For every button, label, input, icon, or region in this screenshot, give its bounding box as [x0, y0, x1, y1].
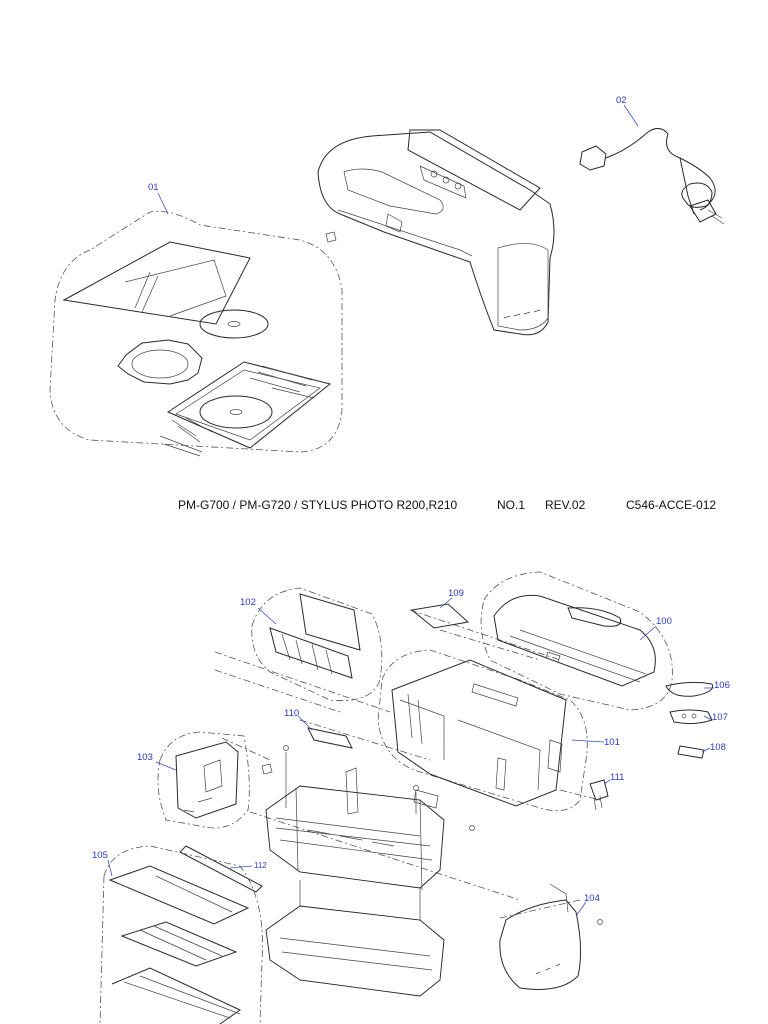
seal-110 — [307, 727, 353, 749]
revision-label: REV.02 — [545, 498, 586, 512]
callout-108: 108 — [701, 742, 726, 753]
power-cord — [579, 128, 725, 225]
callout-103-label: 103 — [137, 752, 153, 763]
cd-adapter-ring — [117, 339, 203, 385]
callout-02: 02 — [616, 95, 639, 127]
sheet-number: NO.1 — [497, 498, 526, 512]
paper-guide-112 — [179, 845, 263, 893]
callout-111-label: 111 — [610, 772, 624, 783]
callout-108-label: 108 — [710, 742, 726, 753]
lower-housing-105 — [99, 845, 263, 1024]
callout-112: 112 — [229, 861, 267, 870]
callout-107-label: 107 — [712, 712, 728, 723]
callout-111: 111 — [603, 772, 624, 785]
side-cover-103 — [157, 731, 273, 829]
callout-102: 102 — [240, 597, 277, 625]
cd-rom-disc — [199, 309, 269, 339]
model-caption: PM-G700 / PM-G720 / STYLUS PHOTO R200,R2… — [178, 498, 458, 512]
main-frame-101 — [377, 649, 588, 812]
callout-112-label: 112 — [254, 861, 267, 870]
cd-print-tray — [159, 361, 332, 457]
callout-01-label: 01 — [148, 182, 159, 193]
label-109 — [410, 603, 470, 629]
callout-109-label: 109 — [448, 588, 464, 599]
callout-101-label: 101 — [604, 737, 620, 748]
callout-105: 105 — [92, 850, 113, 877]
callout-110-label: 110 — [284, 708, 299, 719]
callout-103: 103 — [137, 752, 177, 771]
callout-105-label: 105 — [92, 850, 108, 861]
callout-107: 107 — [703, 712, 728, 723]
paper-support-102 — [251, 587, 383, 701]
callout-106: 106 — [704, 680, 730, 691]
drawing-code: C546-ACCE-012 — [626, 498, 717, 512]
callout-01: 01 — [148, 182, 169, 215]
side-cover-104 — [499, 883, 603, 990]
accessory-package-outline — [49, 210, 343, 453]
callout-110: 110 — [284, 708, 313, 731]
callout-100: 100 — [639, 616, 672, 641]
panel-parts-106-107-108 — [665, 681, 714, 759]
callout-102-label: 102 — [240, 597, 256, 608]
mechanism-assembly — [265, 745, 475, 997]
callout-100-label: 100 — [656, 616, 672, 627]
callout-02-label: 02 — [616, 95, 627, 106]
callout-106-label: 106 — [714, 680, 730, 691]
instruction-sheet — [62, 241, 251, 325]
callout-104-label: 104 — [584, 893, 600, 904]
callout-104: 104 — [575, 893, 600, 917]
connector-111 — [589, 779, 609, 811]
callout-101: 101 — [571, 737, 620, 748]
upper-housing-100 — [480, 571, 673, 711]
callout-109: 109 — [439, 588, 464, 609]
printer-unit — [317, 129, 555, 336]
dashed-assembly-guides — [214, 609, 601, 919]
